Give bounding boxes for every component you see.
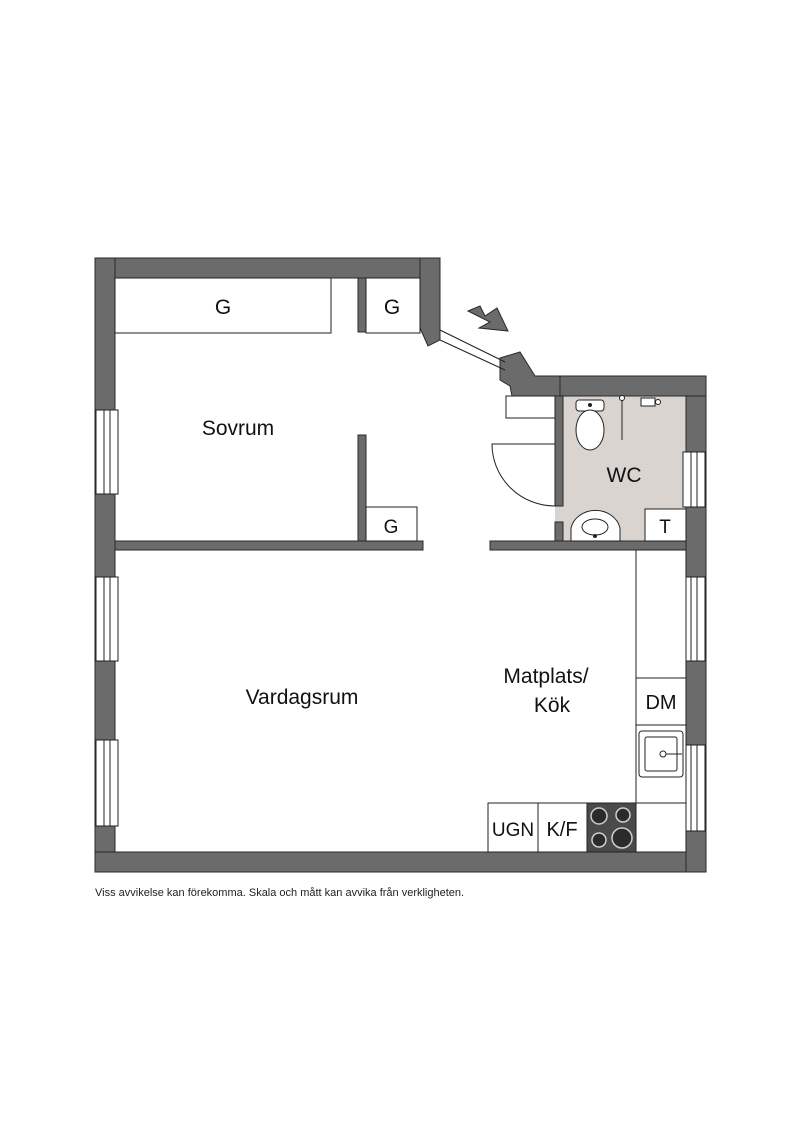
sink-icon [570,509,621,542]
entrance-arrow-icon [466,305,509,332]
svg-text:G: G [384,296,400,319]
svg-text:UGN: UGN [492,820,534,841]
dishwasher: DM [635,677,687,726]
windows [95,409,706,832]
svg-text:G: G [384,517,399,538]
oven: UGN [487,802,539,853]
entrance-threshold-inner [439,339,506,371]
wc-door-swing [491,443,556,507]
kitchen-sink-icon [638,730,684,778]
entrance-threshold [439,329,506,363]
svg-text:DM: DM [645,692,676,714]
wardrobe-small-bottom: G [365,506,418,542]
wardrobe-small-top: G [365,277,421,334]
exterior-walls [94,257,707,873]
svg-text:K/F: K/F [546,819,577,841]
kitchen-counter-corner [635,802,687,853]
window-vardagsrum-bottom [95,739,119,827]
disclaimer-text: Viss avvikelse kan förekomma. Skala och … [95,887,465,899]
room-label-vardagsrum: Vardagsrum [246,686,359,709]
room-label-matplats: Matplats/ [503,665,588,688]
window-vardagsrum-top [95,576,119,662]
room-label-kok: Kök [534,694,571,717]
window-wc [682,451,706,508]
shower-icon [619,395,661,440]
stove-icon [586,802,637,853]
interior-walls [114,277,687,551]
fridge-freezer: K/F [537,802,588,853]
washer: T [644,508,687,542]
wc-label: WC [607,464,642,487]
hall-shelf [505,395,556,419]
svg-text:G: G [215,296,231,319]
svg-text:T: T [659,517,671,538]
room-label-sovrum: Sovrum [202,417,274,440]
toilet-icon [575,399,605,451]
window-sovrum [95,409,119,495]
wardrobe-large: G [114,277,332,334]
